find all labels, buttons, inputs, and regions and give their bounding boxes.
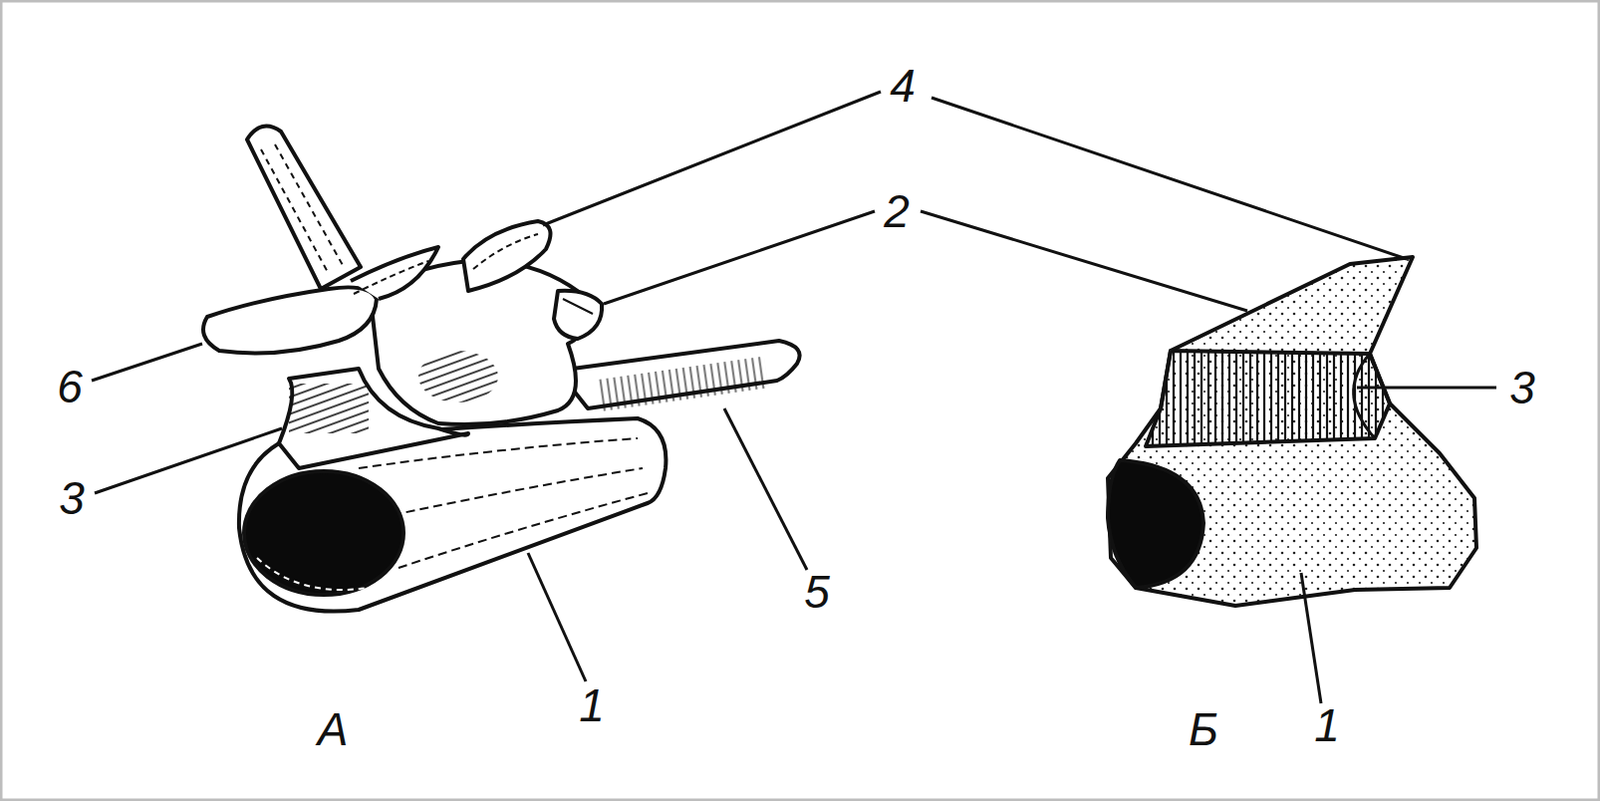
section-outline [1107, 257, 1477, 606]
callout-number: 2 [881, 188, 912, 235]
callout-number: 1 [1312, 702, 1342, 749]
hatching [418, 350, 499, 403]
figure-letter: Б [1186, 706, 1221, 753]
section-band [1145, 350, 1390, 447]
vertebral-foramen [244, 471, 404, 595]
callout-number: 3 [56, 475, 87, 522]
section-notch [1353, 353, 1375, 439]
leader-line [603, 211, 875, 304]
section-canal [1107, 460, 1204, 588]
hatching [596, 356, 770, 412]
hatching [261, 144, 344, 274]
callout-number: 6 [54, 363, 85, 410]
leader-line [542, 91, 881, 226]
callout-number: 1 [576, 682, 607, 729]
hatching [473, 234, 538, 269]
figure-letter: А [315, 706, 351, 753]
section-b [1107, 257, 1477, 606]
leader-line [920, 211, 1248, 311]
vertebra-a [203, 126, 800, 612]
hatching [353, 261, 429, 294]
inferior-articular-process [203, 286, 377, 353]
spinous-process [247, 126, 361, 289]
leader-lines [91, 91, 1497, 704]
leader-line [91, 343, 203, 381]
superior-articular-process [463, 221, 551, 291]
hatching [562, 298, 593, 314]
callout-number: 3 [1507, 364, 1538, 411]
leader-line [1301, 572, 1322, 704]
leader-line [724, 408, 807, 570]
hatching [257, 557, 369, 590]
leader-line [94, 428, 282, 494]
articular-process [553, 290, 602, 339]
leader-line [528, 552, 586, 682]
callout-number: 5 [801, 568, 832, 615]
leader-line [1356, 386, 1497, 390]
arch-edge [350, 247, 439, 299]
hatching [288, 383, 369, 434]
callout-number: 4 [887, 62, 918, 109]
